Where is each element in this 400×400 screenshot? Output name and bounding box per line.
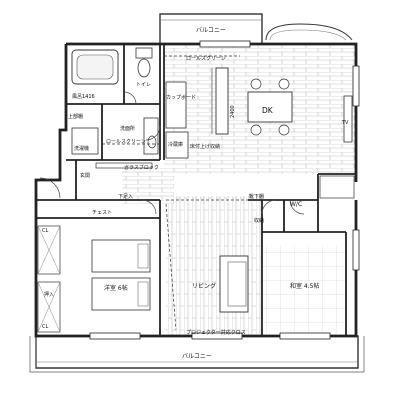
label-shoe-storage: 靴下棚 xyxy=(249,193,264,200)
label-chest: チェスト xyxy=(92,210,112,216)
tatami-floor xyxy=(262,246,346,334)
windows xyxy=(89,40,360,340)
label-projector: プロジェクター対応クロス xyxy=(186,329,246,336)
label-toilet: トイレ xyxy=(136,82,151,88)
label-living: リビング xyxy=(192,282,216,290)
label-tv: TV xyxy=(341,120,349,126)
label-entrance: 玄関 xyxy=(80,172,90,179)
label-washer: 洗濯機 xyxy=(74,145,89,152)
label-cl-top: CL xyxy=(42,228,48,234)
label-shoe-box: 下足入 xyxy=(118,194,133,200)
label-roll-screen-top: ロールスクリーン xyxy=(186,56,226,62)
label-balcony-top: バルコニー xyxy=(196,27,226,34)
tv-unit xyxy=(343,95,353,143)
label-storage: 収納 xyxy=(254,217,264,224)
label-floor-storage: 床付上げ収納 xyxy=(190,143,220,150)
label-japanese-room: 和室 4.5帖 xyxy=(290,282,319,290)
dashed-lines xyxy=(102,55,260,331)
corridor-floor xyxy=(122,168,174,204)
label-counter-width: 2400 xyxy=(230,105,236,118)
label-dk: DK xyxy=(262,106,274,115)
label-roll-screen-wash: ロールスクリーン xyxy=(106,139,146,145)
closets xyxy=(37,225,61,333)
label-washroom: 洗面所 xyxy=(120,125,135,132)
label-balcony-bottom: バルコニー xyxy=(182,353,212,360)
door-swings xyxy=(39,91,305,215)
kitchen-island xyxy=(211,67,229,135)
label-oshiire: 押入 xyxy=(44,291,54,298)
washitsu-closet xyxy=(319,175,355,199)
glass-block xyxy=(95,162,153,169)
sofa xyxy=(219,255,249,313)
label-glass-block: ガラスブロック xyxy=(124,164,159,171)
label-cupboard: カップボード xyxy=(166,94,196,101)
inner-walls xyxy=(36,44,356,336)
washbasin xyxy=(143,117,159,155)
label-cl-bottom: CL xyxy=(42,324,48,330)
bathtub xyxy=(71,49,119,85)
dining-table xyxy=(247,78,293,136)
toilet-fixture xyxy=(135,47,153,78)
label-western-room: 洋室 6帖 xyxy=(104,284,128,292)
label-fridge: 冷蔵庫 xyxy=(168,141,183,148)
cupboard-counter xyxy=(165,81,189,159)
beds xyxy=(91,239,151,311)
bay-window-top-right xyxy=(265,23,353,41)
label-wic: W/C xyxy=(290,201,302,208)
washing-machine xyxy=(71,127,99,155)
label-bath: 風呂1416 xyxy=(72,94,95,100)
label-upper-shelf: 上部棚 xyxy=(68,113,83,120)
